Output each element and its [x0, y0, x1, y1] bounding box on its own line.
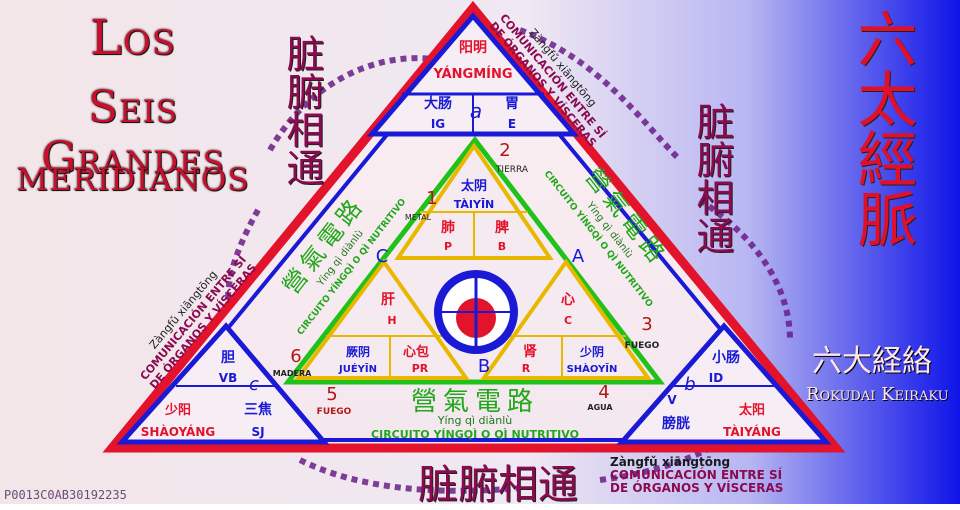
jueyin-mid-cn: 心包	[403, 344, 429, 360]
shaoyin-top-py: C	[564, 314, 572, 327]
yangming-right-cn: 胃	[505, 96, 519, 112]
element-1-num: 1	[426, 188, 437, 209]
rokudai-en: Rokudai Keiraku	[806, 384, 949, 405]
taiyin-left-cn: 肺	[441, 220, 455, 236]
image-code: P0013C0AB30192235	[4, 488, 127, 502]
jueyin-mid-py: PR	[412, 362, 429, 375]
element-3-num: 3	[641, 314, 652, 335]
taiyang-top-cn: 小肠	[712, 350, 740, 366]
jueyin-py: JUÉYĪN	[338, 362, 377, 375]
shaoyang-mid-py: SJ	[251, 425, 264, 439]
shaoyin-mid-py: R	[522, 362, 531, 375]
element-4-name: AGUA	[587, 403, 613, 412]
element-6-name: MADERA	[273, 369, 312, 378]
shaoyin-cn: 少阴	[579, 344, 604, 359]
center-emblem	[434, 270, 518, 354]
shaoyang-triangle	[116, 322, 330, 445]
circuit-bottom-py: Yíng qì diànlù	[437, 414, 513, 427]
taiyang-letter: b	[684, 374, 695, 395]
taiyang-top-py: ID	[709, 371, 723, 385]
jueyin-top-py: H	[387, 314, 396, 327]
jueyin-cn: 厥阴	[346, 344, 370, 359]
title-line-1: Los	[89, 10, 177, 66]
comm-bottom-es2: DE ÓRGANOS Y VÍSCERAS	[610, 481, 784, 495]
taiyin-right-cn: 脾	[495, 219, 509, 236]
element-4-num: 4	[598, 382, 609, 403]
taiyang-mid-cn: 膀胱	[661, 415, 690, 432]
taiyang-py: TÀIYÁNG	[723, 424, 781, 439]
comm-bottom-pinyin: Zàngfǔ xiāngtōng	[610, 455, 731, 469]
taiyang-cn: 太阳	[738, 402, 765, 418]
shaoyin-py: SHÀOYĪN	[567, 362, 618, 375]
corner-letter-a: A	[572, 246, 585, 267]
rokudai-cn: 六大経絡	[812, 344, 932, 379]
taiyin-right-py: B	[498, 240, 506, 253]
element-1-name: METAL	[405, 213, 432, 222]
shaoyin-top-cn: 心	[561, 292, 575, 308]
shaoyin-mid-cn: 肾	[523, 344, 537, 360]
jueyin-triangle	[294, 258, 470, 380]
circuit-bottom-es: CIRCUITO YÍNGQÌ O QÌ NUTRITIVO	[371, 428, 579, 441]
element-5-num: 5	[326, 384, 337, 405]
comm-bottom: Zàngfǔ xiāngtōng COMUNICACIÓN ENTRE SÍ D…	[610, 456, 783, 495]
yangming-right-py: E	[508, 117, 516, 131]
zangfu-bottom: 脏腑相通	[418, 462, 578, 508]
shaoyang-mid-cn: 三焦	[244, 401, 272, 418]
element-3-name: FUEGO	[625, 341, 660, 351]
taiyang-triangle	[616, 322, 832, 445]
title-line-2: Seis Grandes	[41, 82, 225, 184]
yangming-left-py: IG	[431, 117, 445, 131]
shaoyang-cn: 少阳	[164, 402, 191, 418]
yangming-left-cn: 大肠	[424, 95, 452, 112]
element-5-name: FUEGO	[317, 407, 352, 417]
element-2-num: 2	[499, 140, 510, 161]
corner-letter-c: C	[376, 246, 389, 267]
yangming-py: YÁNGMÍNG	[432, 66, 512, 82]
taiyin-py: TÀIYĪN	[454, 198, 495, 211]
circuit-bottom-cn: 營氣電路	[411, 387, 539, 417]
corner-letter-b: B	[478, 356, 490, 377]
shaoyang-letter: c	[249, 374, 259, 395]
shaoyang-py: SHÀOYÁNG	[141, 424, 215, 439]
element-6-num: 6	[290, 346, 301, 367]
title-line-3: meridianos	[16, 150, 250, 201]
element-2-name: TIERRA	[495, 165, 529, 175]
outer-triangle-inner-line	[131, 26, 817, 442]
yangming-cn: 阳明	[459, 40, 487, 56]
jueyin-top-cn: 肝	[381, 292, 395, 308]
comm-bottom-es1: COMUNICACIÓN ENTRE SÍ	[610, 468, 783, 482]
shaoyin-triangle	[480, 258, 652, 380]
shaoyang-top-cn: 胆	[221, 350, 235, 366]
yangming-letter: a	[470, 99, 482, 123]
zangfu-right-vertical: 脏腑相通	[690, 102, 734, 254]
taiyin-cn: 太阴	[460, 178, 487, 194]
shaoyang-top-py: VB	[219, 371, 237, 385]
taiyang-mid-py: V	[667, 393, 677, 407]
zangfu-left-vertical: 脏腑相通	[280, 34, 324, 186]
liutai-jingmai-vertical: 六太經脈	[847, 8, 917, 248]
taiyin-left-py: P	[444, 240, 452, 253]
